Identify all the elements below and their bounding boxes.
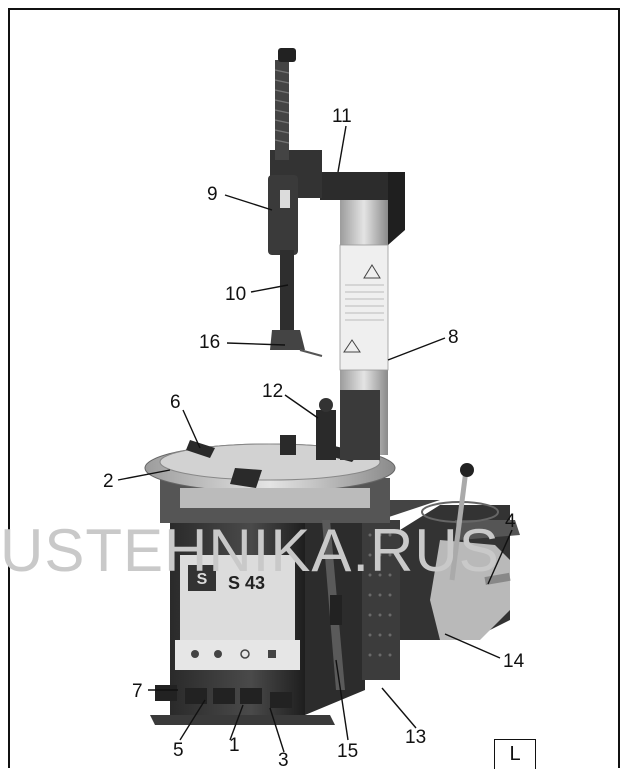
warning-triangle-icon (363, 264, 381, 279)
clamp-jaw (186, 440, 215, 458)
callout-10: 10 (225, 284, 246, 305)
control-lever (322, 520, 345, 690)
clamp-jaw (230, 468, 262, 488)
mounting-head (270, 330, 305, 350)
callout-11: 11 (332, 106, 352, 127)
warning-label (339, 244, 389, 371)
brand-plate (188, 565, 216, 591)
leader-lines (117, 125, 513, 753)
figure-frame (8, 8, 620, 768)
pedal (155, 685, 177, 701)
warning-triangle-icon (343, 339, 361, 353)
callout-8: 8 (448, 327, 459, 348)
callout-4: 4 (505, 511, 516, 532)
callout-15: 15 (337, 741, 358, 762)
mounting-arm (268, 48, 323, 357)
pedal (185, 688, 207, 704)
clamp-jaw (280, 435, 296, 455)
callout-6: 6 (170, 392, 181, 413)
callout-3: 3 (278, 750, 289, 769)
pedal (213, 688, 235, 704)
pedal (240, 688, 262, 704)
callout-16: 16 (199, 332, 220, 353)
watermark: USTEHNIKA.RUS (0, 517, 500, 584)
pedal-symbol-icon (191, 650, 199, 658)
callout-1: 1 (229, 735, 240, 756)
callout-13: 13 (405, 727, 426, 748)
callout-7: 7 (132, 681, 143, 702)
pedal-symbol-icon (214, 650, 222, 658)
callout-9: 9 (207, 184, 218, 205)
bead-breaker-blade (430, 540, 510, 640)
view-label-box: L (494, 739, 536, 769)
callout-14: 14 (503, 651, 525, 672)
callout-labels: 1 2 3 4 5 6 7 8 9 10 11 12 13 14 15 16 (103, 106, 525, 769)
callout-12: 12 (262, 381, 283, 402)
side-grille (362, 520, 400, 680)
pedal-symbol-icon (240, 649, 250, 659)
brand-plate-text: S (197, 571, 208, 588)
callout-2: 2 (103, 471, 114, 492)
inflation-unit (316, 398, 336, 460)
model-plate-text: S 43 (228, 573, 265, 593)
callout-5: 5 (173, 740, 184, 761)
bead-breaker-assembly (400, 463, 520, 640)
pedal-symbol-icon (268, 650, 276, 658)
column (320, 172, 405, 460)
pedal (270, 692, 292, 708)
